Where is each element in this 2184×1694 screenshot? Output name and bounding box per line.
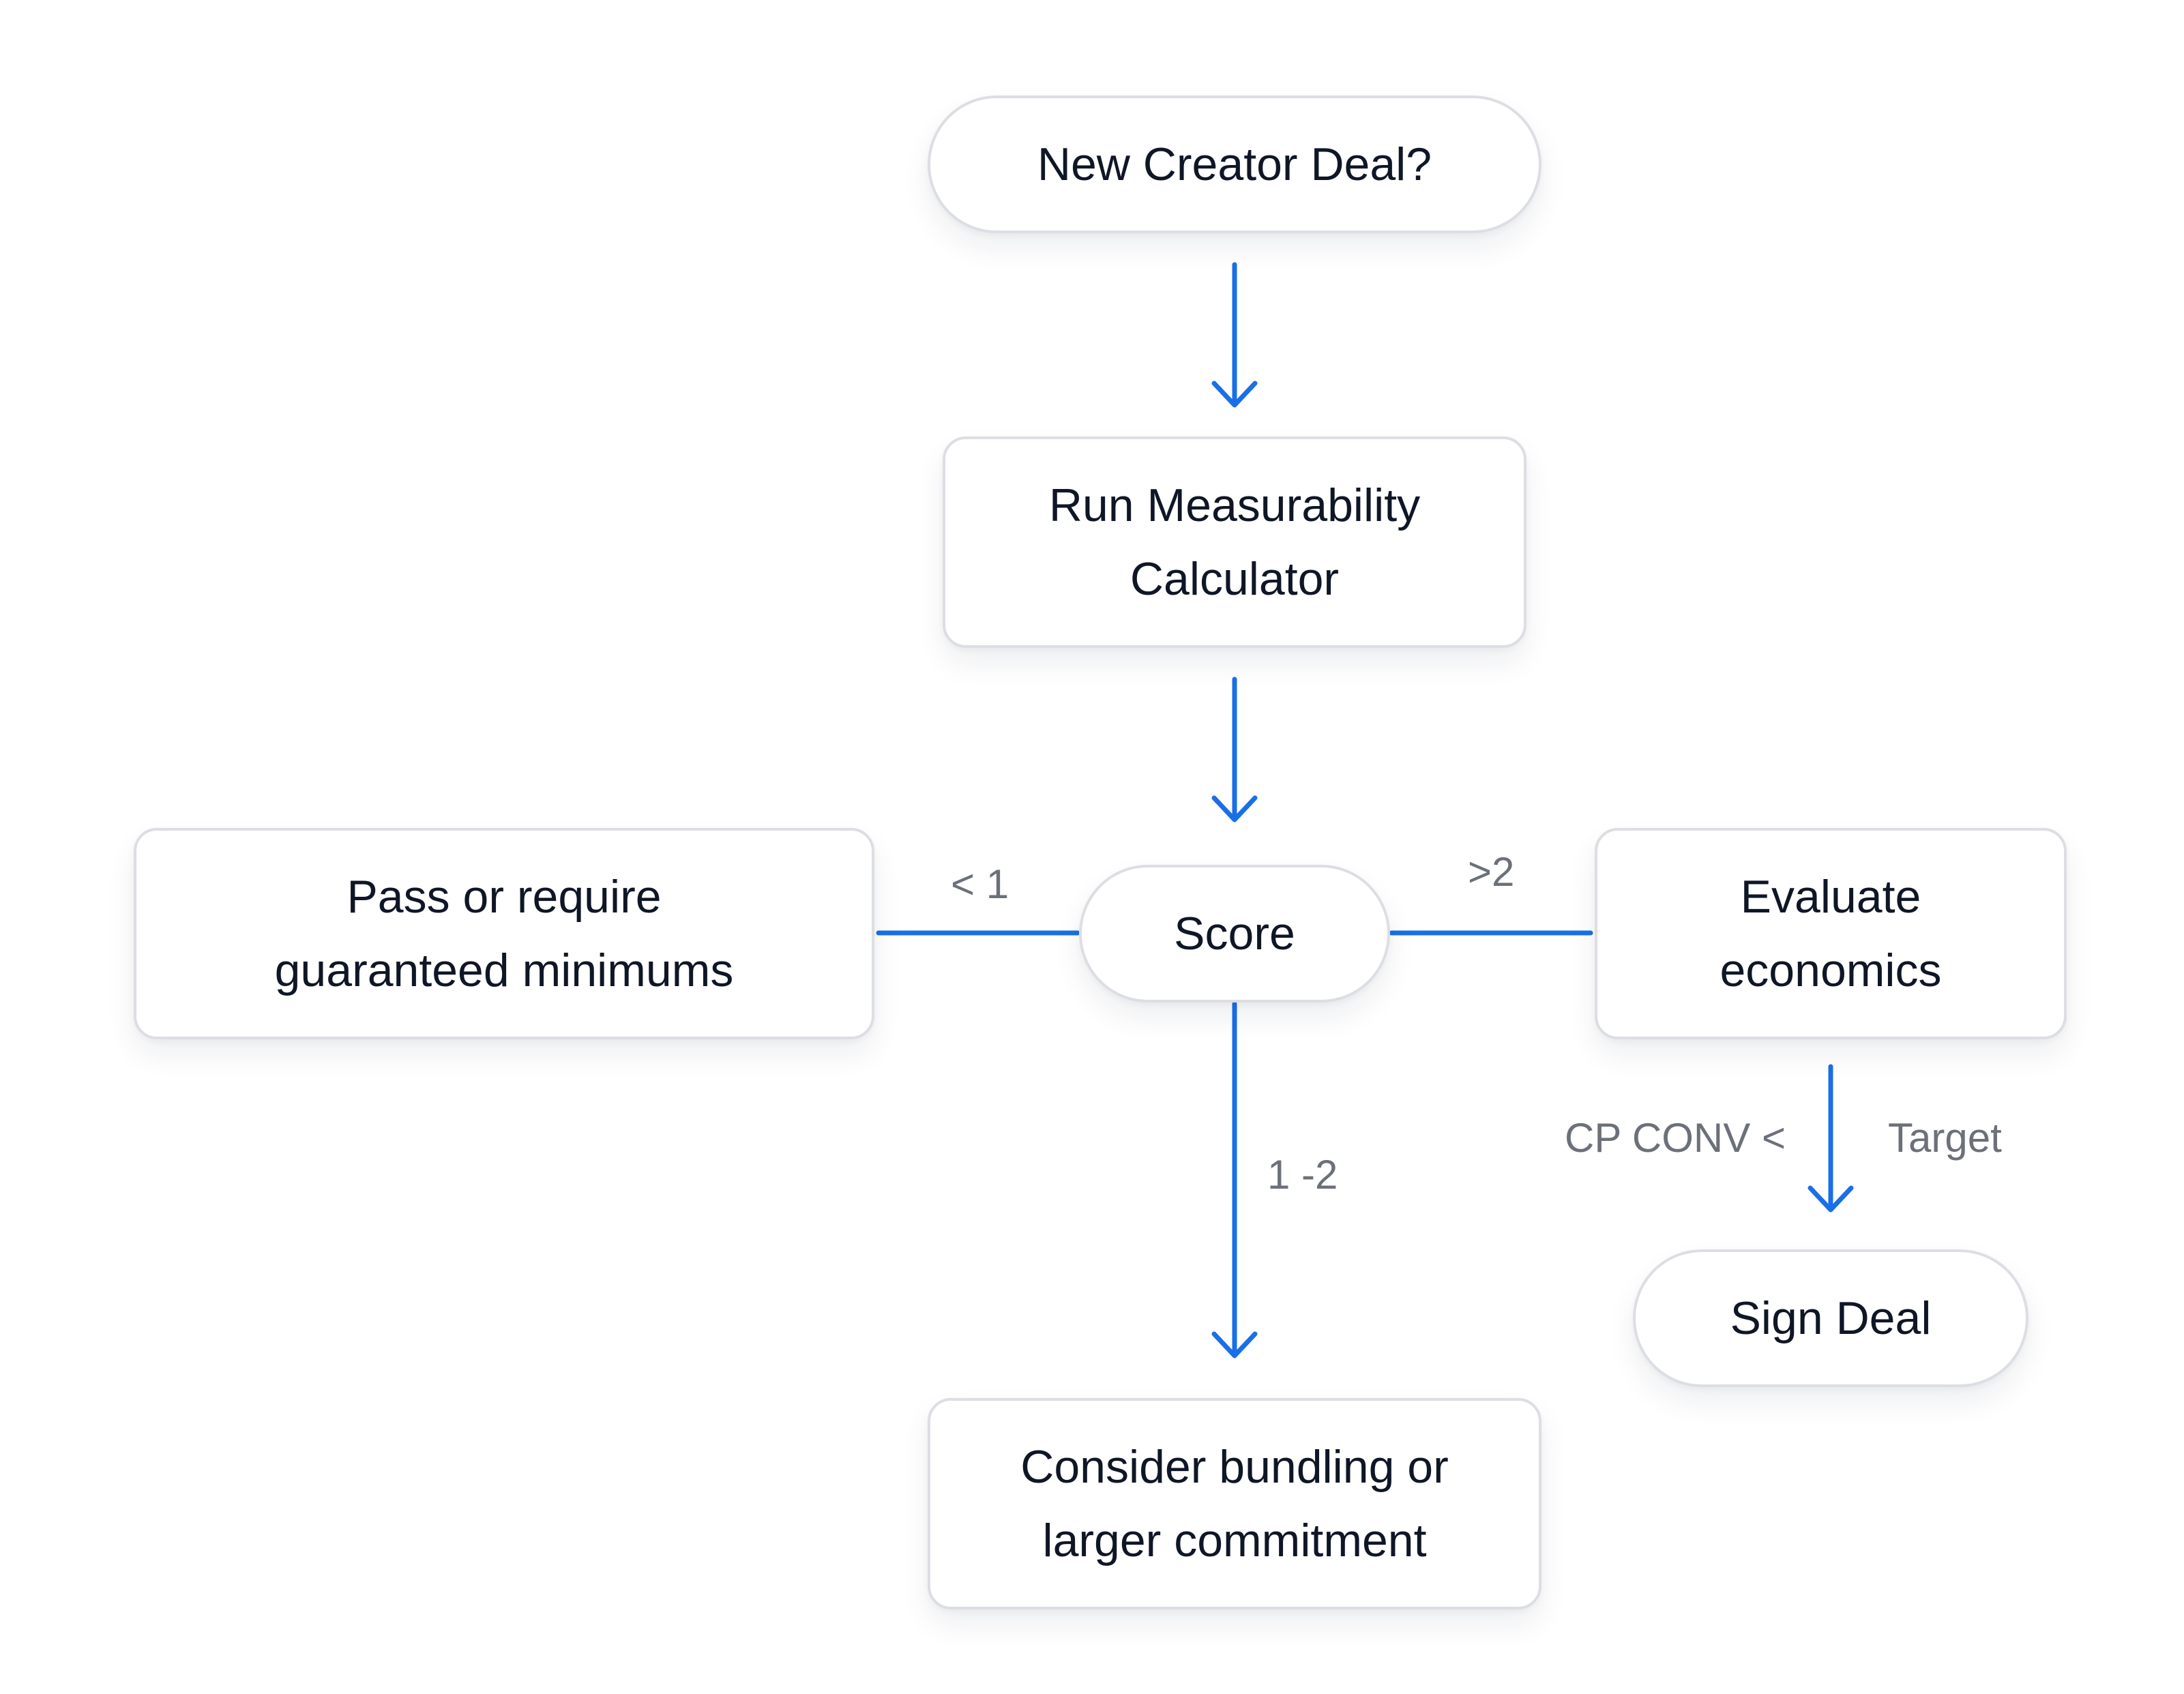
score-node-label: Score	[1174, 908, 1295, 960]
evaluate-node-line1: Evaluate	[1740, 871, 1921, 923]
edge-label-greater-than-2: >2	[1468, 849, 1515, 895]
calculator-node-line2: Calculator	[1130, 553, 1340, 605]
pass-node-line1: Pass or require	[346, 871, 662, 923]
edge-label-target: Target	[1888, 1115, 2002, 1161]
edge-label-cp-conv: CP CONV <	[1565, 1115, 1786, 1161]
calculator-node-text: Run Measurability Calculator	[1049, 469, 1420, 616]
consider-node-line2: larger commitment	[1042, 1515, 1427, 1566]
edge-calculator-to-score	[1211, 677, 1258, 822]
edge-label-less-than-1: < 1	[951, 861, 1009, 907]
pass-node-text: Pass or require guaranteed minimums	[275, 860, 734, 1007]
edge-start-to-calculator	[1211, 262, 1258, 408]
calculator-node-line1: Run Measurability	[1048, 479, 1421, 531]
calculator-node: Run Measurability Calculator	[943, 436, 1526, 648]
consider-node-text: Consider bundling or larger commitment	[1020, 1430, 1449, 1577]
edge-score-to-consider	[1211, 1001, 1258, 1358]
sign-deal-node: Sign Deal	[1633, 1249, 2028, 1387]
evaluate-node-line2: economics	[1720, 945, 1942, 996]
edge-evaluate-to-sign	[1807, 1064, 1854, 1213]
edge-label-1-to-2: 1 -2	[1267, 1152, 1338, 1198]
consider-node-line1: Consider bundling or	[1020, 1441, 1449, 1493]
consider-node: Consider bundling or larger commitment	[928, 1398, 1541, 1609]
pass-node: Pass or require guaranteed minimums	[134, 828, 874, 1039]
start-node: New Creator Deal?	[928, 95, 1541, 233]
score-node: Score	[1079, 865, 1390, 1002]
sign-deal-node-label: Sign Deal	[1730, 1292, 1932, 1344]
evaluate-node: Evaluate economics	[1595, 828, 2067, 1039]
evaluate-node-text: Evaluate economics	[1720, 860, 1941, 1007]
start-node-label: New Creator Deal?	[1037, 138, 1432, 190]
pass-node-line2: guaranteed minimums	[274, 945, 734, 996]
